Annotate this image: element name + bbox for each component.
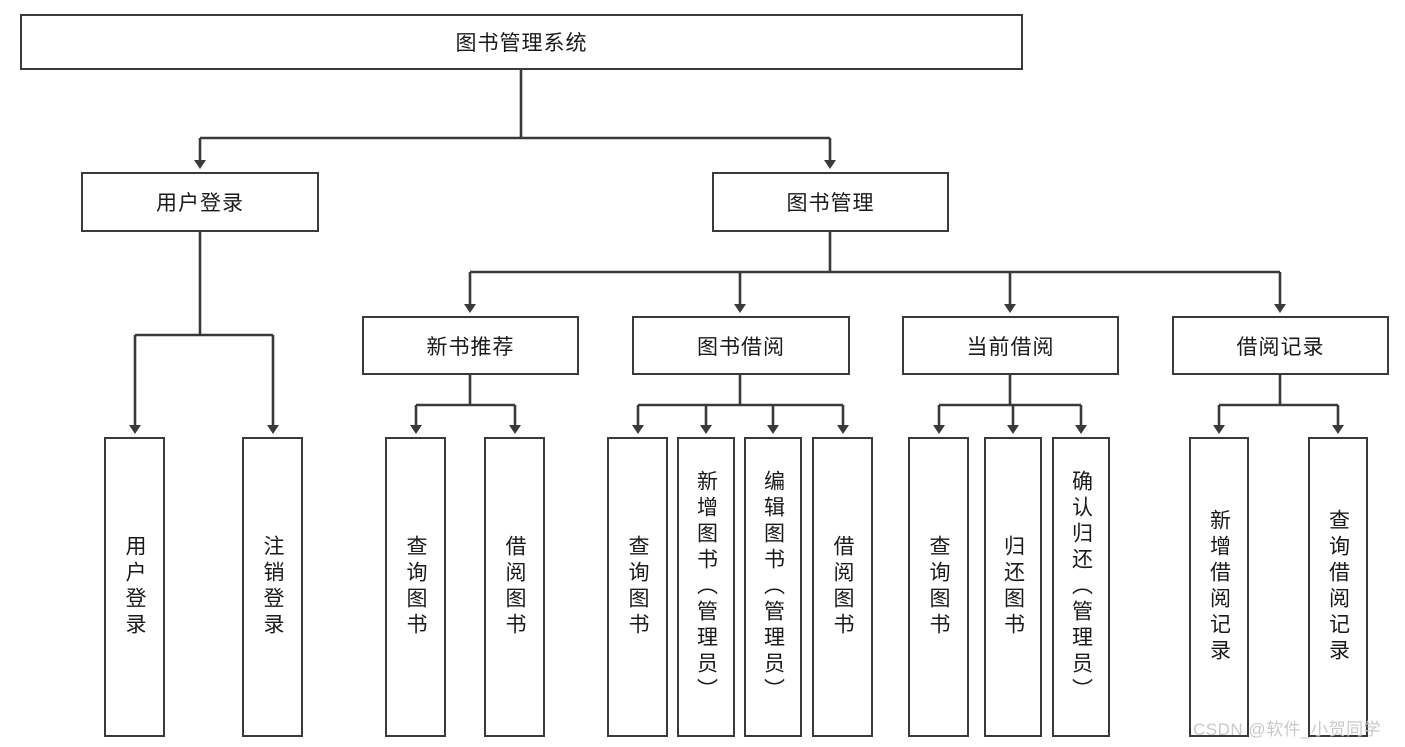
leaf-add-borrow-record[interactable]: 新增借阅记录: [1189, 437, 1249, 737]
node-root[interactable]: 图书管理系统: [20, 14, 1023, 70]
node-borrow-record[interactable]: 借阅记录: [1172, 316, 1389, 375]
node-root-label: 图书管理系统: [455, 32, 588, 55]
node-new-book-recommend[interactable]: 新书推荐: [362, 316, 579, 375]
leaf-return-book-label: 归还图书: [1001, 535, 1025, 639]
leaf-query-book-current-label: 查询图书: [927, 535, 950, 639]
leaf-borrow-book-recommend-label: 借阅图书: [503, 535, 526, 639]
leaf-query-borrow-record[interactable]: 查询借阅记录: [1308, 437, 1368, 737]
node-new-book-recommend-label: 新书推荐: [426, 335, 515, 359]
node-user-login-label: 用户登录: [156, 192, 244, 215]
node-book-borrow-label: 图书借阅: [697, 335, 785, 359]
node-user-login[interactable]: 用户登录: [81, 172, 319, 232]
node-current-borrow-label: 当前借阅: [966, 335, 1055, 359]
node-borrow-record-label: 借阅记录: [1236, 335, 1325, 359]
leaf-confirm-return-admin-label: 确认归还（管理员）: [1069, 470, 1093, 704]
leaf-add-book-admin-label: 新增图书（管理员）: [694, 470, 718, 704]
leaf-user-login-label: 用户登录: [123, 535, 146, 639]
leaf-add-borrow-record-label: 新增借阅记录: [1207, 509, 1231, 665]
node-book-management-label: 图书管理: [786, 192, 875, 215]
leaf-query-borrow-record-label: 查询借阅记录: [1326, 509, 1350, 665]
leaf-borrow-book-recommend[interactable]: 借阅图书: [484, 437, 545, 737]
leaf-edit-book-admin[interactable]: 编辑图书（管理员）: [744, 437, 802, 737]
leaf-user-login[interactable]: 用户登录: [104, 437, 165, 737]
leaf-return-book[interactable]: 归还图书: [984, 437, 1042, 737]
leaf-query-book-borrow-label: 查询图书: [626, 535, 649, 639]
leaf-query-book-recommend-label: 查询图书: [404, 535, 427, 639]
leaf-query-book-borrow[interactable]: 查询图书: [607, 437, 668, 737]
leaf-borrow-book[interactable]: 借阅图书: [812, 437, 873, 737]
watermark: CSDN @软件_小贺同学: [1193, 720, 1382, 739]
leaf-edit-book-admin-label: 编辑图书（管理员）: [761, 470, 785, 704]
node-book-borrow[interactable]: 图书借阅: [632, 316, 850, 375]
leaf-confirm-return-admin[interactable]: 确认归还（管理员）: [1052, 437, 1110, 737]
node-current-borrow[interactable]: 当前借阅: [902, 316, 1119, 375]
leaf-add-book-admin[interactable]: 新增图书（管理员）: [677, 437, 735, 737]
node-book-management[interactable]: 图书管理: [712, 172, 949, 232]
leaf-user-logout-label: 注销登录: [261, 535, 284, 639]
leaf-query-book-recommend[interactable]: 查询图书: [385, 437, 446, 737]
leaf-query-book-current[interactable]: 查询图书: [908, 437, 969, 737]
leaf-borrow-book-label: 借阅图书: [831, 535, 854, 639]
leaf-user-logout[interactable]: 注销登录: [242, 437, 303, 737]
